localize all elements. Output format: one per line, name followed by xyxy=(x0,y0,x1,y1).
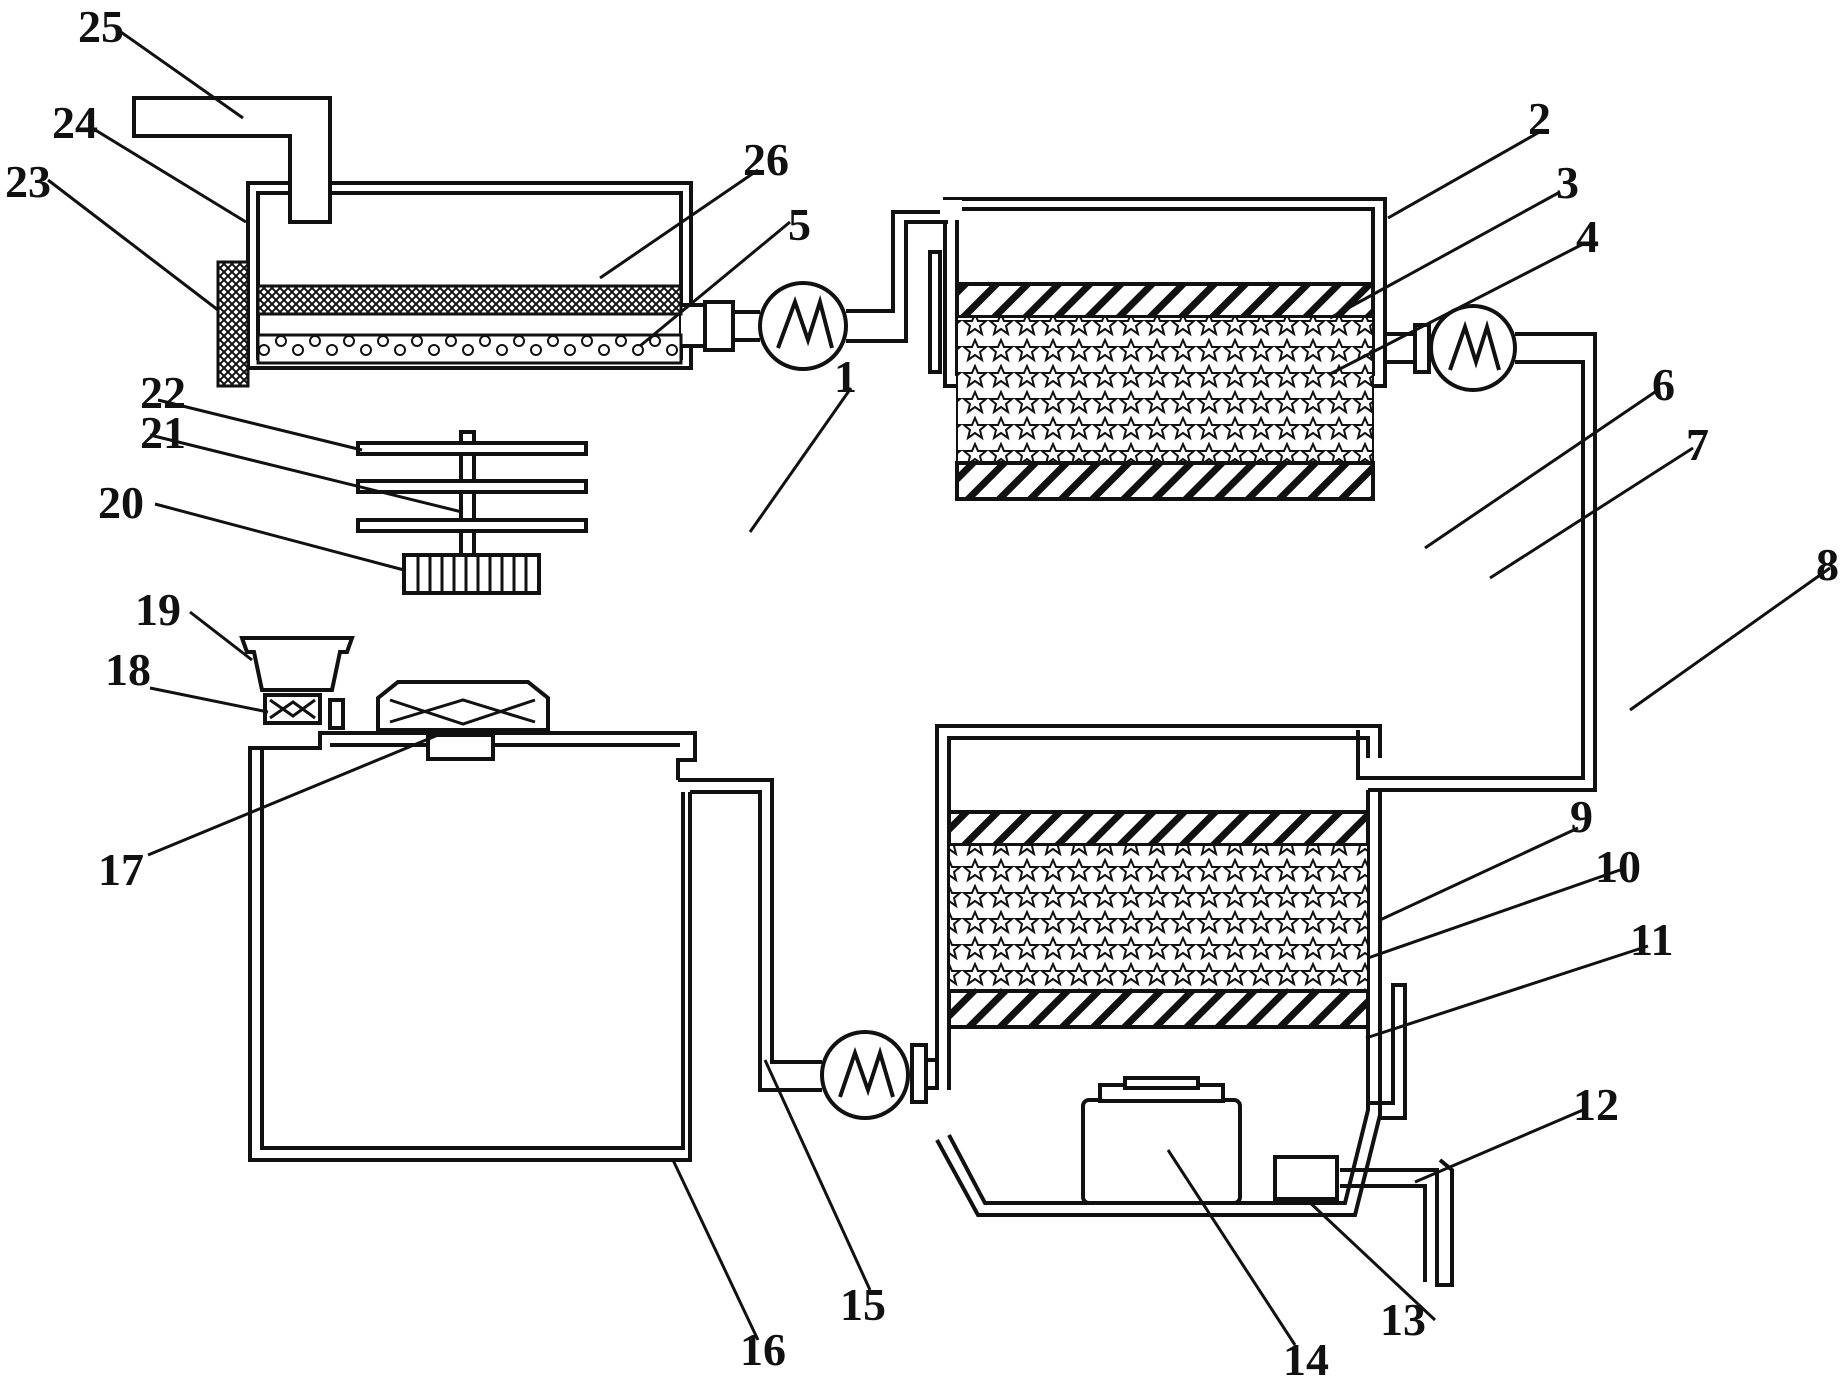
pump-15 xyxy=(678,778,937,1120)
label-23: 23 xyxy=(5,156,51,207)
label-15: 15 xyxy=(840,1279,886,1330)
label-19: 19 xyxy=(135,584,181,635)
label-1: 1 xyxy=(834,351,857,402)
granular-layer xyxy=(256,333,683,365)
label-25: 25 xyxy=(78,1,124,52)
filter-mesh-layer xyxy=(256,284,683,316)
leader-lines xyxy=(47,28,1831,1346)
top-mixer-device xyxy=(376,680,550,761)
filter-media-layer xyxy=(948,844,1369,992)
dosing-hopper xyxy=(239,636,355,730)
stirrer-blade xyxy=(356,479,588,494)
label-20: 20 xyxy=(98,477,144,528)
aerator-device xyxy=(1081,1076,1242,1205)
label-18: 18 xyxy=(105,644,151,695)
outlet-pipe xyxy=(1340,983,1454,1287)
label-16: 16 xyxy=(740,1324,786,1375)
stirrer-blade xyxy=(356,441,588,456)
label-5: 5 xyxy=(788,199,811,250)
label-9: 9 xyxy=(1570,791,1593,842)
label-10: 10 xyxy=(1595,841,1641,892)
label-14: 14 xyxy=(1283,1334,1329,1383)
stirrer-motor xyxy=(402,553,541,595)
label-12: 12 xyxy=(1573,1079,1619,1130)
label-11: 11 xyxy=(1630,914,1673,965)
filter-layer-bottom xyxy=(947,989,1370,1029)
label-7: 7 xyxy=(1686,419,1709,470)
label-17: 17 xyxy=(98,844,144,895)
inlet-pipe xyxy=(132,96,332,224)
label-6: 6 xyxy=(1652,359,1675,410)
label-22: 22 xyxy=(140,367,186,418)
pump-1 xyxy=(703,210,948,371)
stirrer xyxy=(356,430,588,595)
filter-layer-top xyxy=(947,810,1370,847)
label-3: 3 xyxy=(1556,157,1579,208)
label-26: 26 xyxy=(743,134,789,185)
label-2: 2 xyxy=(1528,93,1551,144)
label-24: 24 xyxy=(52,97,98,148)
filter-media-layer xyxy=(956,316,1374,464)
filter-layer-bottom xyxy=(955,461,1375,501)
dosing-valve xyxy=(263,693,322,725)
control-box xyxy=(1273,1155,1339,1201)
label-8: 8 xyxy=(1816,539,1839,590)
stirrer-blade xyxy=(356,518,588,533)
storage-tank xyxy=(248,731,697,1162)
side-panel xyxy=(216,260,250,388)
label-13: 13 xyxy=(1380,1294,1426,1345)
pump-7 xyxy=(1356,304,1597,792)
label-21: 21 xyxy=(140,407,186,458)
filter-layer-top xyxy=(955,282,1375,319)
label-4: 4 xyxy=(1576,211,1599,262)
